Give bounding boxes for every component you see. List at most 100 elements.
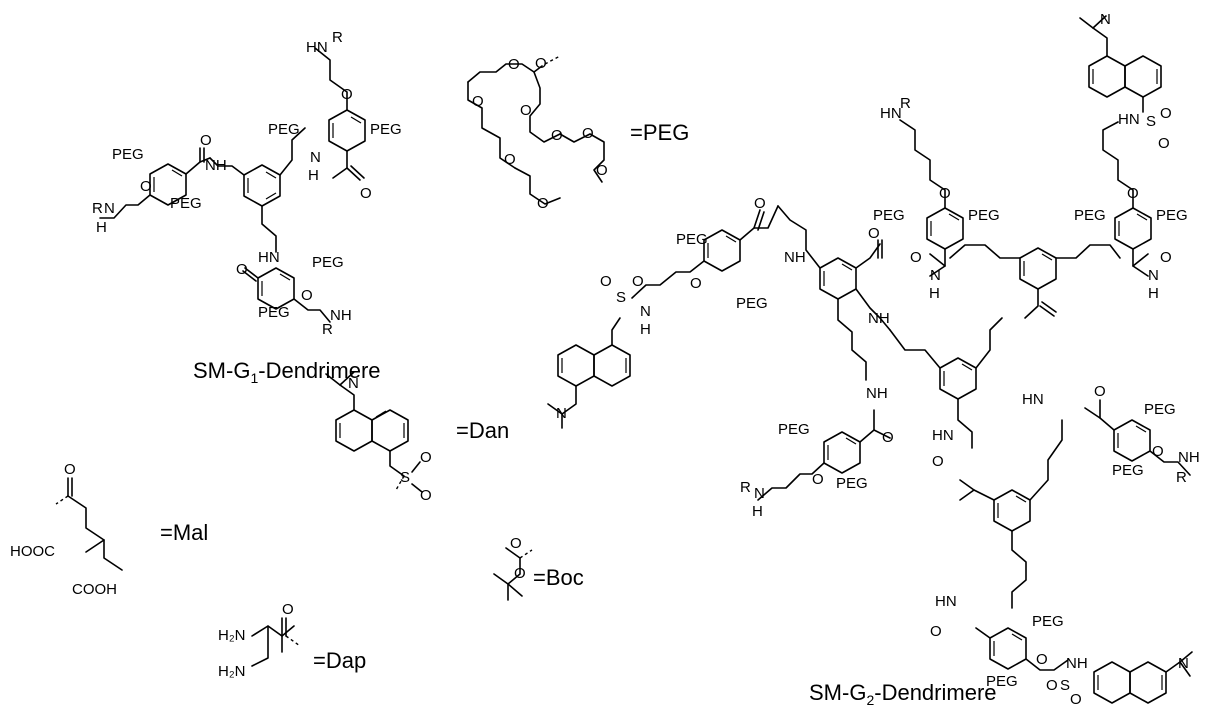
g2-atom-n: N [1178,655,1189,672]
peg-atom-o: O [520,102,532,119]
g2-atom-h: H [1148,285,1159,302]
peg-atom-o: O [582,125,594,142]
g2-group-peg: PEG [1156,207,1188,224]
g2-atom-h: H [752,503,763,520]
g1-atom-label-r: R [92,200,103,217]
g2-atom-o: O [1160,249,1172,266]
dan-atom-o: O [420,449,432,466]
g1-atom-label-o: O [236,261,248,278]
g2-group-peg: PEG [986,673,1018,690]
g2-group-peg: PEG [676,231,708,248]
g2-atom-hn: HN [932,427,954,444]
dan-legend-label: =Dan [456,418,509,443]
g2-atom-n: N [1100,11,1111,28]
g2-caption: SM-G2-Dendrimere [809,680,997,708]
g1-atom-label-n: N [104,200,115,217]
g1-atom-label-hn: HN [258,249,280,266]
g1-group-label-peg: PEG [170,195,202,212]
mal-atom-hooc: HOOC [10,543,55,560]
dap-atom-h2n: H₂N [218,627,246,644]
g2-atom-hn: HN [1118,111,1140,128]
g2-atom-n: N [640,303,651,320]
g2-atom-o: O [600,273,612,290]
peg-legend-label: =PEG [630,120,689,145]
g2-atom-r: R [740,479,751,496]
g2-atom-o: O [910,249,922,266]
g2-atom-s: S [616,289,626,306]
g2-atom-hn: HN [1022,391,1044,408]
mal-legend-label: =Mal [160,520,208,545]
g1-group-label-peg: PEG [370,121,402,138]
g2-atom-n: N [930,267,941,284]
g2-atom-nh: NH [1178,449,1200,466]
boc-legend-label: =Boc [533,565,584,590]
g2-atom-o: O [868,225,880,242]
boc-atom-o: O [514,565,526,582]
g2-atom-s: S [1060,677,1070,694]
g2-atom-o: O [1152,443,1164,460]
g1-caption: SM-G1-Dendrimere [193,358,381,386]
dap-legend-label: =Dap [313,648,366,673]
g1-atom-label-h: H [96,219,107,236]
g2-atom-o: O [1158,135,1170,152]
dap-atom-h2n: H₂N [218,663,246,680]
g2-atom-nh: NH [868,310,890,327]
g2-atom-o: O [939,185,951,202]
g1-atom-label-o: O [200,132,212,149]
peg-atom-o: O [551,127,563,144]
g1-atom-label-nh: NH [205,157,227,174]
g1-atom-label-o: O [140,178,152,195]
g2-atom-n: N [754,485,765,502]
mal-atom-cooh: COOH [72,581,117,598]
boc-atom-o: O [510,535,522,552]
g2-atom-h: H [640,321,651,338]
peg-atom-o: O [537,195,549,212]
g2-atom-hn: HN [935,593,957,610]
g2-group-peg: PEG [778,421,810,438]
g1-group-label-peg: PEG [112,146,144,163]
sm-g1-dendrimer-structure: HN R O PEG PEG N H O O PEG NH O PEG R N … [92,29,402,386]
g1-atom-label-o: O [360,185,372,202]
g2-atom-o: O [930,623,942,640]
peg-atom-o: O [508,56,520,73]
g2-atom-o: O [1160,105,1172,122]
g2-atom-o: O [1036,651,1048,668]
g2-atom-o: O [1046,677,1058,694]
sm-g2-dendrimer-structure: N HN S O O HN R O O PEG PEG PEG PEG O N … [547,11,1200,708]
g2-atom-o: O [1094,383,1106,400]
g2-atom-o: O [632,273,644,290]
g2-group-peg: PEG [1144,401,1176,418]
g1-atom-label-h: H [308,167,319,184]
g2-group-peg: PEG [1032,613,1064,630]
mal-atom-o: O [64,461,76,478]
g1-atom-label-o: O [301,287,313,304]
g2-atom-o: O [932,453,944,470]
g1-group-label-peg: PEG [312,254,344,271]
peg-atom-o: O [596,162,608,179]
g2-atom-o: O [690,275,702,292]
g2-atom-n: N [556,405,567,422]
g1-atom-label-r: R [332,29,343,46]
g1-atom-label-o: O [341,86,353,103]
g2-atom-o: O [754,195,766,212]
mal-legend-structure: O HOOC COOH =Mal [10,461,208,598]
g2-group-peg: PEG [736,295,768,312]
dan-atom-o: O [420,487,432,504]
g1-atom-label-nh: NH [330,307,352,324]
g2-group-peg: PEG [836,475,868,492]
g2-atom-hn: HN [880,105,902,122]
peg-atom-o: O [535,55,547,72]
peg-atom-o: O [504,151,516,168]
g2-atom-o: O [1127,185,1139,202]
g2-atom-nh: NH [866,385,888,402]
g1-atom-label-n: N [310,149,321,166]
g2-atom-nh: NH [1066,655,1088,672]
peg-atom-o: O [472,93,484,110]
g2-atom-nh: NH [784,249,806,266]
g2-atom-n: N [1148,267,1159,284]
dan-atom-n: N [348,375,359,392]
g2-atom-s: S [1146,113,1156,130]
g2-group-peg: PEG [968,207,1000,224]
g2-atom-o: O [1070,691,1082,708]
